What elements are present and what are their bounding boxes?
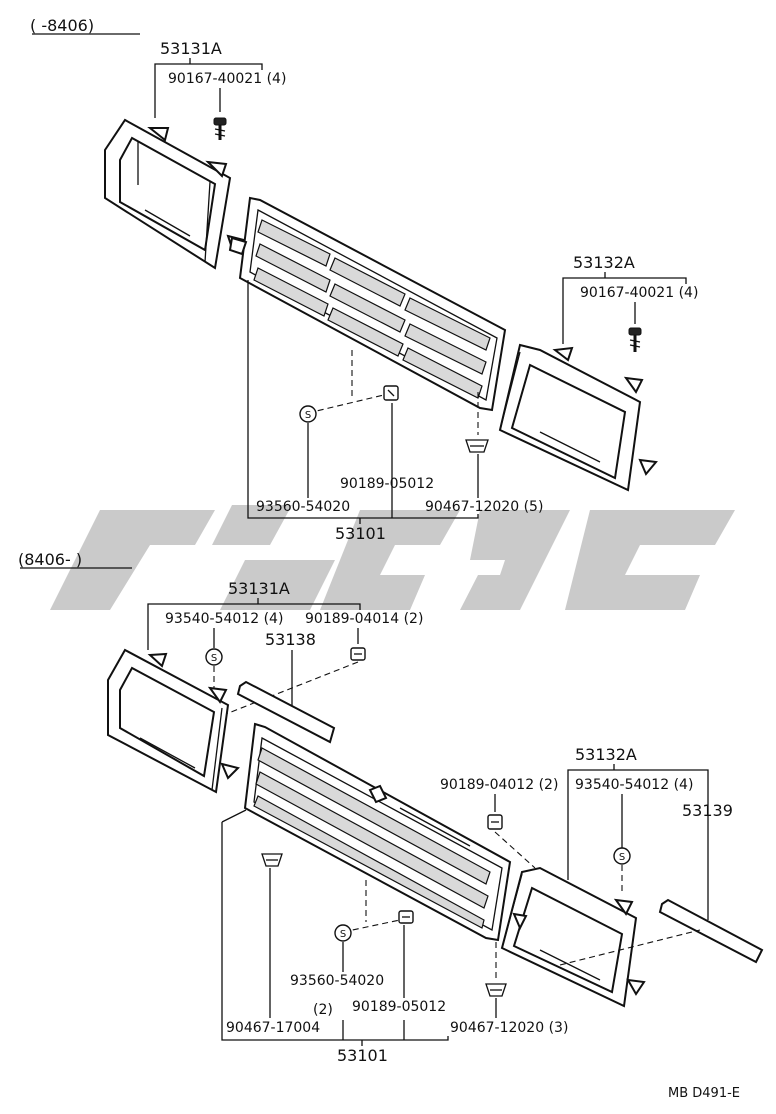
lower-molding-rh <box>658 898 764 964</box>
lower-dash-lh-2 <box>159 661 359 741</box>
lower-nut-rh-symbol: S <box>613 847 631 865</box>
lower-retainer-lh-qty: (2) <box>313 1002 333 1018</box>
lower-retainer-lh-label: 90467-17004 <box>226 1020 320 1036</box>
lower-grille <box>243 722 512 942</box>
svg-text:S: S <box>305 410 311 421</box>
lower-headlamp-door-lh <box>107 648 240 794</box>
lower-nut-center-label: 93560-54020 <box>290 973 384 989</box>
svg-text:S: S <box>619 852 625 863</box>
lower-nut-rh-label: 93540-54012 (4) <box>575 777 693 793</box>
upper-grille <box>228 196 507 412</box>
lower-nut-lh-symbol: S <box>205 648 223 666</box>
lower-clip-rh-label: 90189-04012 (2) <box>440 777 558 793</box>
lower-nut-center-symbol: S <box>334 924 352 942</box>
lower-clip-lh-icon <box>350 647 366 661</box>
lower-53131A-leader <box>147 603 361 650</box>
lower-retainer-rh-label: 90467-12020 (3) <box>450 1020 568 1036</box>
upper-nut-label: 93560-54020 <box>256 499 350 515</box>
svg-text:S: S <box>340 929 346 940</box>
svg-text:S: S <box>211 653 217 664</box>
lower-retainer-rh-icon <box>485 983 507 997</box>
upper-screw-lh-label: 90167-40021 (4) <box>168 71 286 87</box>
lower-dash-rh-1 <box>494 831 536 869</box>
lower-clip-lh-label: 90189-04014 (2) <box>305 611 423 627</box>
upper-screw-rh-icon <box>628 327 642 352</box>
upper-clip-label: 90189-05012 <box>340 476 434 492</box>
upper-headlamp-door-lh <box>104 118 247 270</box>
lower-nut-lh-label: 93540-54012 (4) <box>165 611 283 627</box>
upper-53131A-leader <box>154 63 263 118</box>
lower-dash-c-2 <box>342 919 401 933</box>
lower-53132A-leader <box>567 769 709 920</box>
upper-retainer-label: 90467-12020 (5) <box>425 499 543 515</box>
lower-clip-rh-icon <box>487 814 503 830</box>
upper-headlamp-door-rh <box>498 343 658 492</box>
lower-53131A-label: 53131A <box>228 579 290 598</box>
lower-53132A-label: 53132A <box>575 745 637 764</box>
upper-53131A-label: 53131A <box>160 39 222 58</box>
footer-code: MB D491-E <box>668 1086 740 1101</box>
lower-molding-lh-label: 53138 <box>265 630 316 649</box>
lower-molding-lh <box>236 680 336 744</box>
upper-dash-2 <box>307 393 389 414</box>
lower-grille-bracket <box>221 822 449 1041</box>
lower-section: (8406- ) 53131A 93540-54012 (4) 90189-04… <box>18 550 764 1065</box>
upper-53132A-label: 53132A <box>573 253 635 272</box>
upper-clip-icon <box>383 385 399 401</box>
lower-range-label: (8406- ) <box>18 550 82 569</box>
lower-dash-rh-3 <box>559 929 701 966</box>
lower-headlamp-door-rh <box>500 866 646 1008</box>
lower-grille-label: 53101 <box>337 1046 388 1065</box>
upper-range-label: ( -8406) <box>30 16 94 35</box>
upper-nut-symbol: S <box>299 405 317 423</box>
lower-grille-bracket-top <box>221 809 247 823</box>
lower-retainer-lh-icon <box>261 853 283 867</box>
upper-section: ( -8406) 53131A 90167-40021 (4) <box>30 16 698 543</box>
lower-clip-center-label: 90189-05012 <box>352 999 446 1015</box>
upper-53132A-leader <box>562 277 687 344</box>
upper-grille-bracket <box>247 280 479 519</box>
lower-clip-center-icon <box>398 910 414 924</box>
watermark-logo <box>50 505 735 610</box>
upper-screw-rh-label: 90167-40021 (4) <box>580 285 698 301</box>
upper-retainer-icon <box>465 439 489 453</box>
upper-grille-label: 53101 <box>335 524 386 543</box>
upper-screw-lh-icon <box>213 117 227 140</box>
lower-molding-rh-label: 53139 <box>682 801 733 820</box>
